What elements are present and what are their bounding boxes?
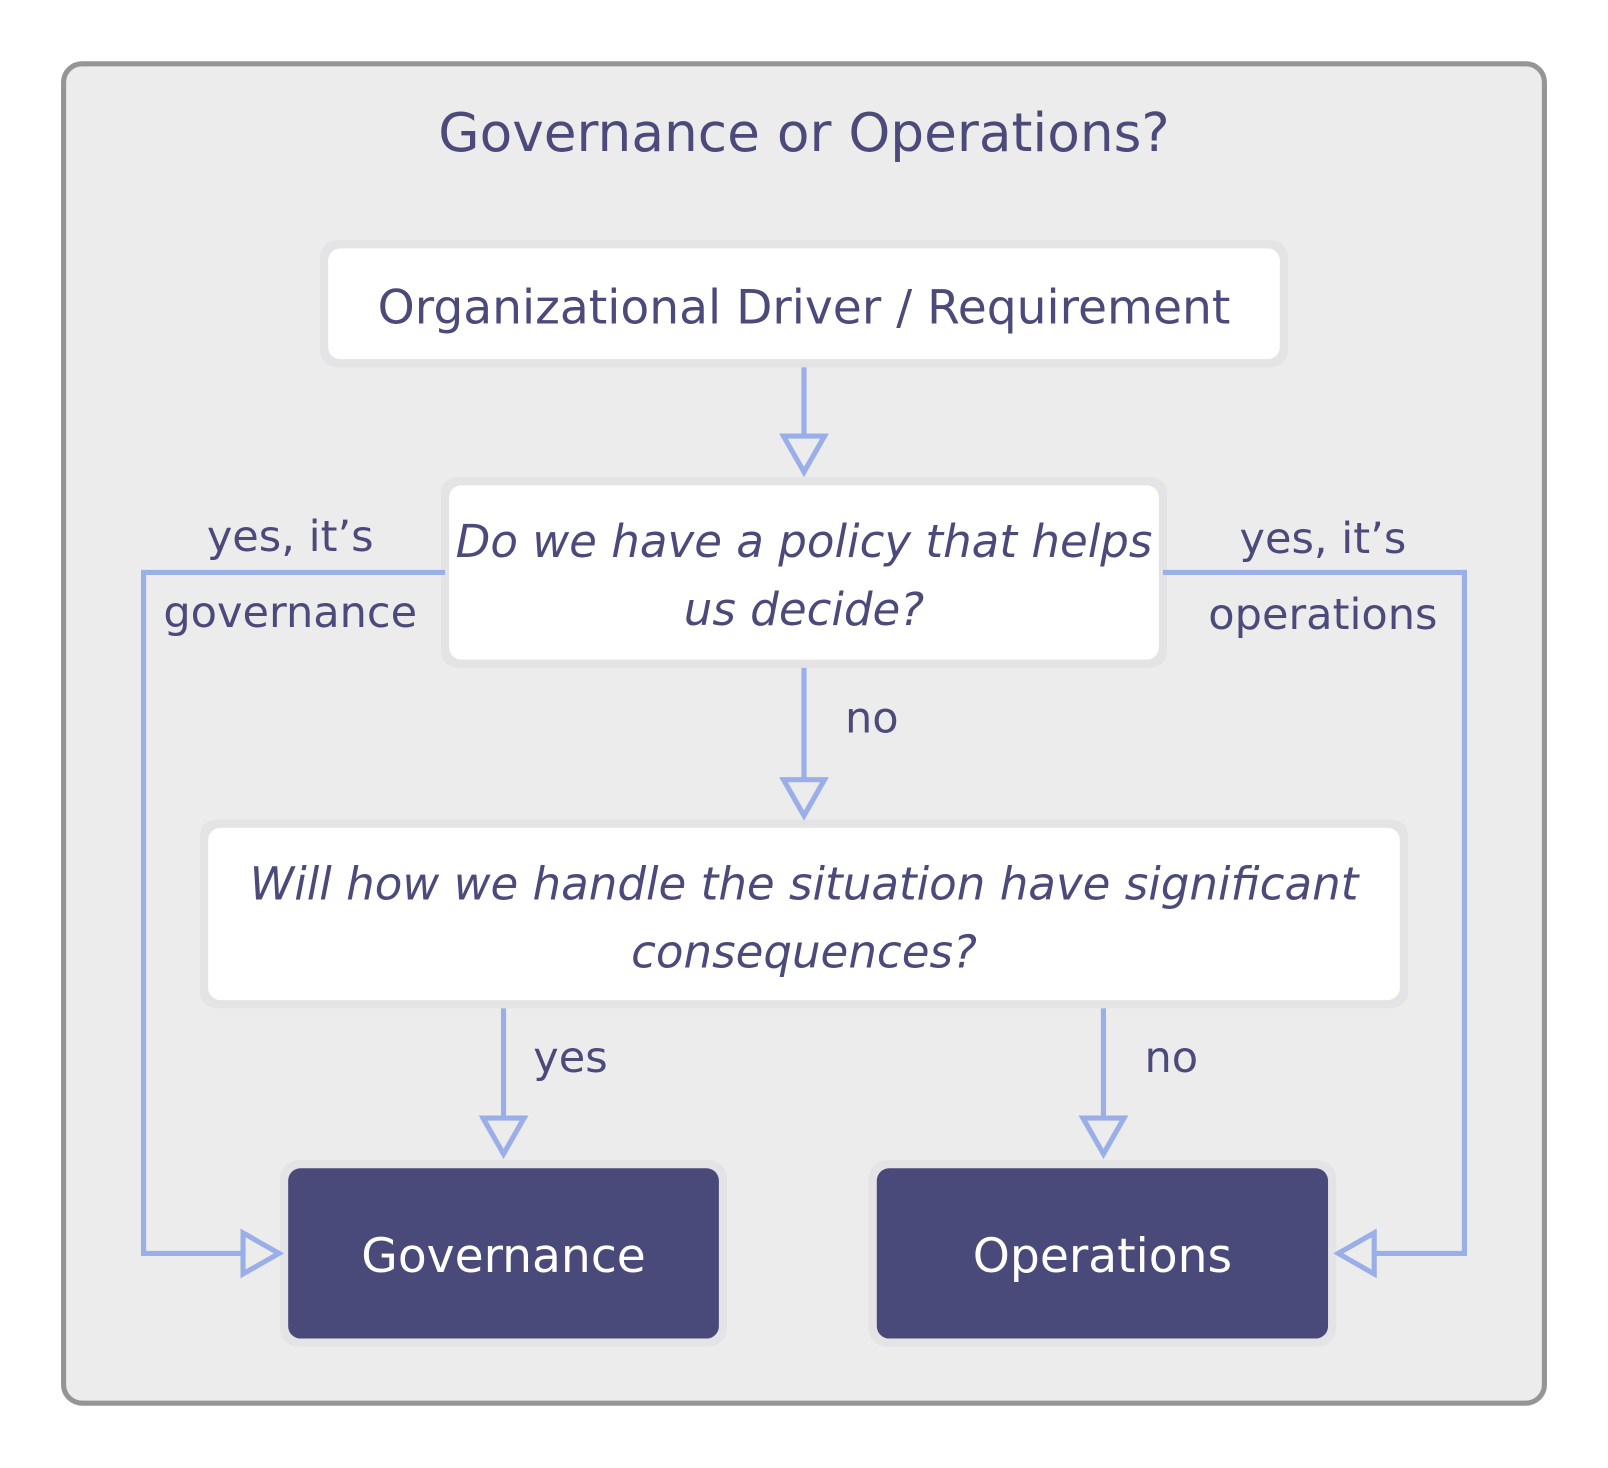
- policy-question-node: [449, 485, 1159, 660]
- policy-question-line1: Do we have a policy that helps: [456, 515, 1153, 568]
- arrow-policy-to-governance: [141, 569, 446, 1279]
- arrow-policy-to-operations: [1162, 569, 1467, 1279]
- operations-label: Operations: [973, 1229, 1232, 1284]
- arrow-policy-to-consequence: [779, 667, 829, 821]
- consequence-question-line1: Will how we handle the situation have si…: [250, 858, 1361, 911]
- operations-node: [876, 1168, 1329, 1339]
- edge-label-yes: yes: [533, 1033, 607, 1083]
- edge-label-no: no: [1144, 1033, 1198, 1083]
- diagram-title: Governance or Operations?: [438, 102, 1169, 164]
- driver-label: Organizational Driver / Requirement: [378, 280, 1231, 335]
- arrow-driver-to-policy: [779, 367, 829, 478]
- arrow-consequence-to-governance: [478, 1008, 529, 1160]
- consequence-question-line2: consequences?: [631, 925, 977, 978]
- governance-node: [288, 1168, 719, 1339]
- edge-label-right-2: operations: [1208, 590, 1437, 640]
- governance-label: Governance: [361, 1229, 645, 1284]
- driver-node: [328, 248, 1280, 360]
- edge-label-left-1: yes, it’s: [207, 512, 374, 562]
- policy-question-line2: us decide?: [684, 583, 925, 636]
- edge-label-no-mid: no: [845, 693, 899, 743]
- edge-label-left-2: governance: [163, 588, 417, 638]
- arrow-consequence-to-operations: [1078, 1008, 1129, 1160]
- consequence-question-node: [208, 827, 1400, 1001]
- edge-label-right-1: yes, it’s: [1240, 514, 1407, 564]
